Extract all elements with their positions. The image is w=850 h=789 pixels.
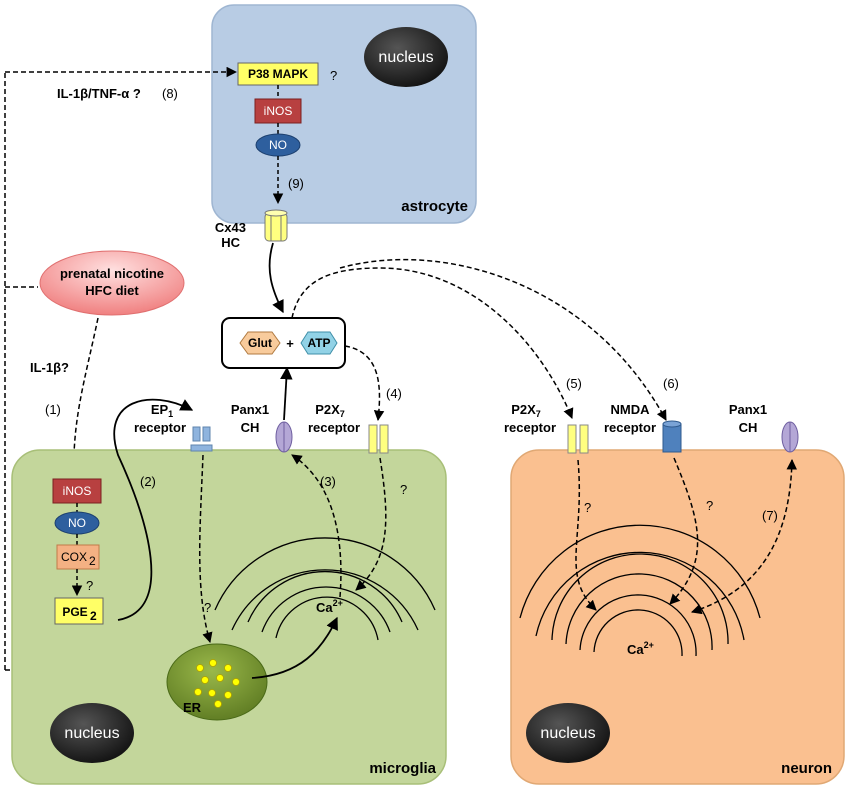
step-2: (2): [140, 474, 156, 489]
ep1-receptor: [190, 426, 213, 452]
neuron-panx1-label: Panx1: [729, 402, 767, 417]
atp-hexagon: ATP: [300, 331, 338, 355]
step-3: (3): [320, 474, 336, 489]
ep1-label: EP1: [151, 402, 173, 419]
microglia-label: microglia: [369, 760, 436, 777]
step-7: (7): [762, 508, 778, 523]
microglia-nucleus-label: nucleus: [64, 725, 119, 742]
microglia-inos-box: iNOS: [52, 478, 102, 504]
neuron-nucleus: [526, 703, 610, 763]
svg-text:prenatal nicotine: prenatal nicotine: [60, 266, 164, 281]
microglia-p2x7-receptor: [368, 424, 389, 454]
astrocyte-cell: nucleus astrocyte: [211, 4, 477, 224]
step-9: (9): [288, 176, 304, 191]
er-organelle: ER: [166, 643, 268, 721]
il1b-label: IL-1β?: [30, 360, 69, 375]
svg-text:2: 2: [89, 554, 96, 568]
svg-text:NO: NO: [269, 138, 287, 152]
svg-text:ATP: ATP: [307, 336, 330, 350]
neuron-nucleus-label: nucleus: [540, 725, 595, 742]
step-6: (6): [663, 376, 679, 391]
svg-text:2: 2: [90, 609, 97, 623]
neuron-panx1-channel: [781, 421, 799, 453]
microglia-panx1-label: Panx1: [231, 402, 269, 417]
cx43-label: Cx43: [215, 220, 246, 235]
neuron-cell: nucleus neuron: [510, 449, 845, 785]
neuron-label: neuron: [781, 760, 832, 777]
ep1-question: ?: [204, 600, 211, 615]
neuron-panx1-ch-label: CH: [739, 420, 758, 435]
astrocyte-nucleus: [364, 27, 448, 87]
cx43-hc-label: HC: [221, 235, 240, 250]
step-5: (5): [566, 376, 582, 391]
neuron-p2x7-question: ?: [584, 500, 591, 515]
svg-text:HFC diet: HFC diet: [85, 283, 139, 298]
cytokines-label: IL-1β/TNF-α ?: [57, 86, 141, 101]
microglia-no-oval: NO: [54, 511, 100, 535]
microglia-cell: nucleus microglia: [11, 449, 447, 785]
ep1-receptor-label: receptor: [134, 420, 186, 435]
neuron-p2x7-receptor: [567, 424, 589, 454]
svg-text:COX: COX: [61, 550, 87, 564]
nmda-question: ?: [706, 498, 713, 513]
microglia-p2x7-label: P2X7: [315, 402, 345, 419]
step-8: (8): [162, 86, 178, 101]
cx43-hemichannel: [264, 209, 288, 242]
svg-text:ER: ER: [183, 700, 202, 715]
pge2-box: PGE 2: [54, 597, 104, 625]
microglia-calcium-waves: [214, 537, 436, 641]
astro-inos-box: iNOS: [254, 98, 302, 124]
microglia-ca-label: Ca2+: [316, 598, 343, 615]
cox2-question: ?: [86, 578, 93, 593]
p38-mapk-box: P38 MAPK: [237, 62, 319, 86]
neuron-p2x7-receptor-label: receptor: [504, 420, 556, 435]
microglia-p2x7-receptor-label: receptor: [308, 420, 360, 435]
svg-text:iNOS: iNOS: [63, 484, 92, 498]
microglia-nucleus: [50, 703, 134, 763]
prenatal-insult-ellipse: prenatal nicotine HFC diet: [39, 250, 185, 316]
neuron-p2x7-label: P2X7: [511, 402, 541, 419]
microglia-panx1-channel: [275, 421, 293, 453]
svg-text:iNOS: iNOS: [264, 104, 293, 118]
neuron-ca-label: Ca2+: [627, 640, 654, 657]
step-1: (1): [45, 402, 61, 417]
nmda-label: NMDA: [611, 402, 651, 417]
astrocyte-nucleus-label: nucleus: [378, 49, 433, 66]
step-4: (4): [386, 386, 402, 401]
plus-sign: +: [286, 336, 294, 351]
cox2-box: COX 2: [56, 544, 100, 570]
er-calcium-granules: [194, 659, 240, 708]
astro-no-oval: NO: [255, 133, 301, 157]
microglia-panx1-ch-label: CH: [241, 420, 260, 435]
p38-question: ?: [330, 68, 337, 83]
p2x7-question: ?: [400, 482, 407, 497]
glut-hexagon: Glut: [239, 331, 281, 355]
astrocyte-label: astrocyte: [401, 198, 468, 215]
release-box: Glut + ATP: [221, 317, 346, 369]
nmda-receptor: [662, 420, 682, 453]
svg-text:Glut: Glut: [248, 336, 272, 350]
svg-text:PGE: PGE: [62, 605, 87, 619]
svg-text:NO: NO: [68, 516, 86, 530]
nmda-receptor-label: receptor: [604, 420, 656, 435]
svg-text:P38 MAPK: P38 MAPK: [248, 67, 308, 81]
